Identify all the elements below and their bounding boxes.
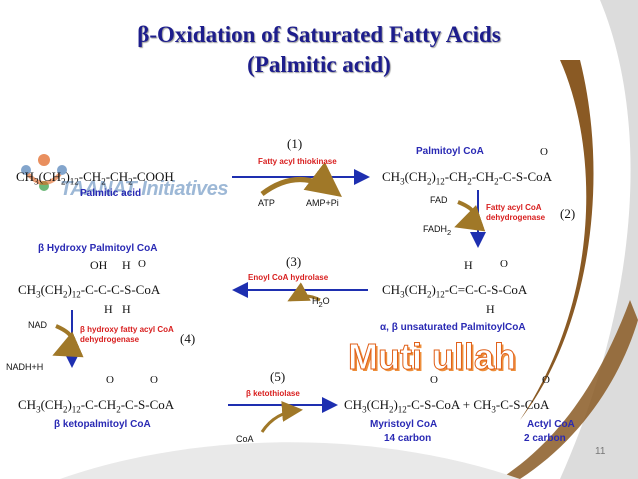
title-line-1: β-Oxidation of Saturated Fatty Acids — [137, 22, 501, 47]
step1-cofactor-arrow — [260, 161, 342, 198]
decor-brown-band — [500, 300, 638, 479]
label-keto: β ketopalmitoyl CoA — [54, 419, 151, 430]
formula-keto: CH3(CH2)12-C-CH2-C-S-CoA — [18, 397, 175, 415]
step5-cofactor-coa: CoA — [236, 434, 254, 444]
keto-oxygen-1: O — [106, 374, 114, 386]
step2-enzyme: Fatty acyl CoA dehydrogenase — [486, 203, 546, 222]
step3-number: (3) — [286, 254, 302, 269]
title-line-2: (Palmitic acid) — [247, 52, 391, 77]
watermark-org: TAANAT Initiatives — [60, 178, 229, 200]
hydroxy-h-bottom-2: H — [122, 302, 131, 316]
keto-oxygen-2: O — [150, 374, 158, 386]
hydroxy-h-top: H — [122, 258, 131, 272]
formula-palmitoyl-coa: CH3(CH2)12-CH2-CH2-C-S-CoA — [382, 169, 553, 187]
watermark-author: Muti ullah — [348, 336, 517, 378]
formula-hydroxy: CH3(CH2)12-C-C-C-S-CoA — [18, 282, 161, 300]
decor-gray-wedge — [60, 442, 520, 479]
step4-cofactor-nadh: NADH+H — [6, 362, 44, 372]
palmitoyl-oxygen: O — [540, 146, 548, 158]
step2-cofactor-arrow — [454, 200, 486, 232]
step2-cofactor-fad: FAD — [430, 195, 448, 205]
label-actyl-carbon: 2 carbon — [524, 433, 566, 444]
formula-unsaturated: CH3(CH2)12-C=C-C-S-CoA — [382, 282, 528, 300]
label-myristoyl: Myristoyl CoA — [370, 419, 438, 430]
unsat-h-bottom: H — [486, 302, 495, 316]
step2-cofactor-fadh2: FADH2 — [423, 224, 452, 237]
step1-cofactor-atp: ATP — [258, 198, 275, 208]
step4-cofactor-nad: NAD — [28, 320, 48, 330]
step4-enzyme: β hydroxy fatty acyl CoA dehydrogenase — [80, 325, 174, 344]
step5-cofactor-arrow — [260, 400, 303, 433]
hydroxy-h-bottom-1: H — [104, 302, 113, 316]
step5-enzyme: β ketothiolase — [246, 389, 300, 398]
label-actyl: Actyl CoA — [527, 419, 575, 430]
unsat-h-top: H — [464, 258, 473, 272]
decor-brown-swoosh — [520, 60, 594, 420]
label-myristoyl-carbon: 14 carbon — [384, 433, 432, 444]
step1-cofactor-amp: AMP+Pi — [306, 198, 339, 208]
formula-products: CH3(CH2)12-C-S-CoA + CH3-C-S-CoA — [344, 397, 550, 415]
step4-cofactor-arrow — [52, 324, 84, 358]
page-number: 11 — [595, 446, 606, 457]
step3-cofactor-h2o: H2O — [312, 296, 330, 309]
step2-number: (2) — [560, 206, 576, 221]
step3-cofactor-arrow — [287, 282, 321, 302]
label-unsaturated: α, β unsaturated PalmitoylCoA — [380, 322, 526, 333]
label-hydroxy: β Hydroxy Palmitoyl CoA — [38, 243, 158, 254]
acetyl-oxygen: O — [542, 374, 550, 386]
step4-number: (4) — [180, 331, 196, 346]
hydroxy-oh: OH — [90, 258, 108, 272]
myristoyl-oxygen: O — [430, 374, 438, 386]
step3-enzyme: Enoyl CoA hydrolase — [248, 273, 329, 282]
step5-number: (5) — [270, 369, 286, 384]
taanat-people-icon — [21, 154, 67, 191]
step1-number: (1) — [287, 136, 303, 151]
label-palmitic-acid: Palmitic acid — [80, 188, 142, 199]
unsat-oxygen: O — [500, 258, 508, 270]
label-palmitoyl-coa: Palmitoyl CoA — [416, 146, 484, 157]
formula-palmitic-acid: CH3(CH2)12-CH2-CH2-COOH — [16, 169, 174, 187]
taanat-logo — [14, 150, 74, 201]
step1-enzyme: Fatty acyl thiokinase — [258, 157, 337, 166]
hydroxy-oxygen: O — [138, 258, 146, 270]
